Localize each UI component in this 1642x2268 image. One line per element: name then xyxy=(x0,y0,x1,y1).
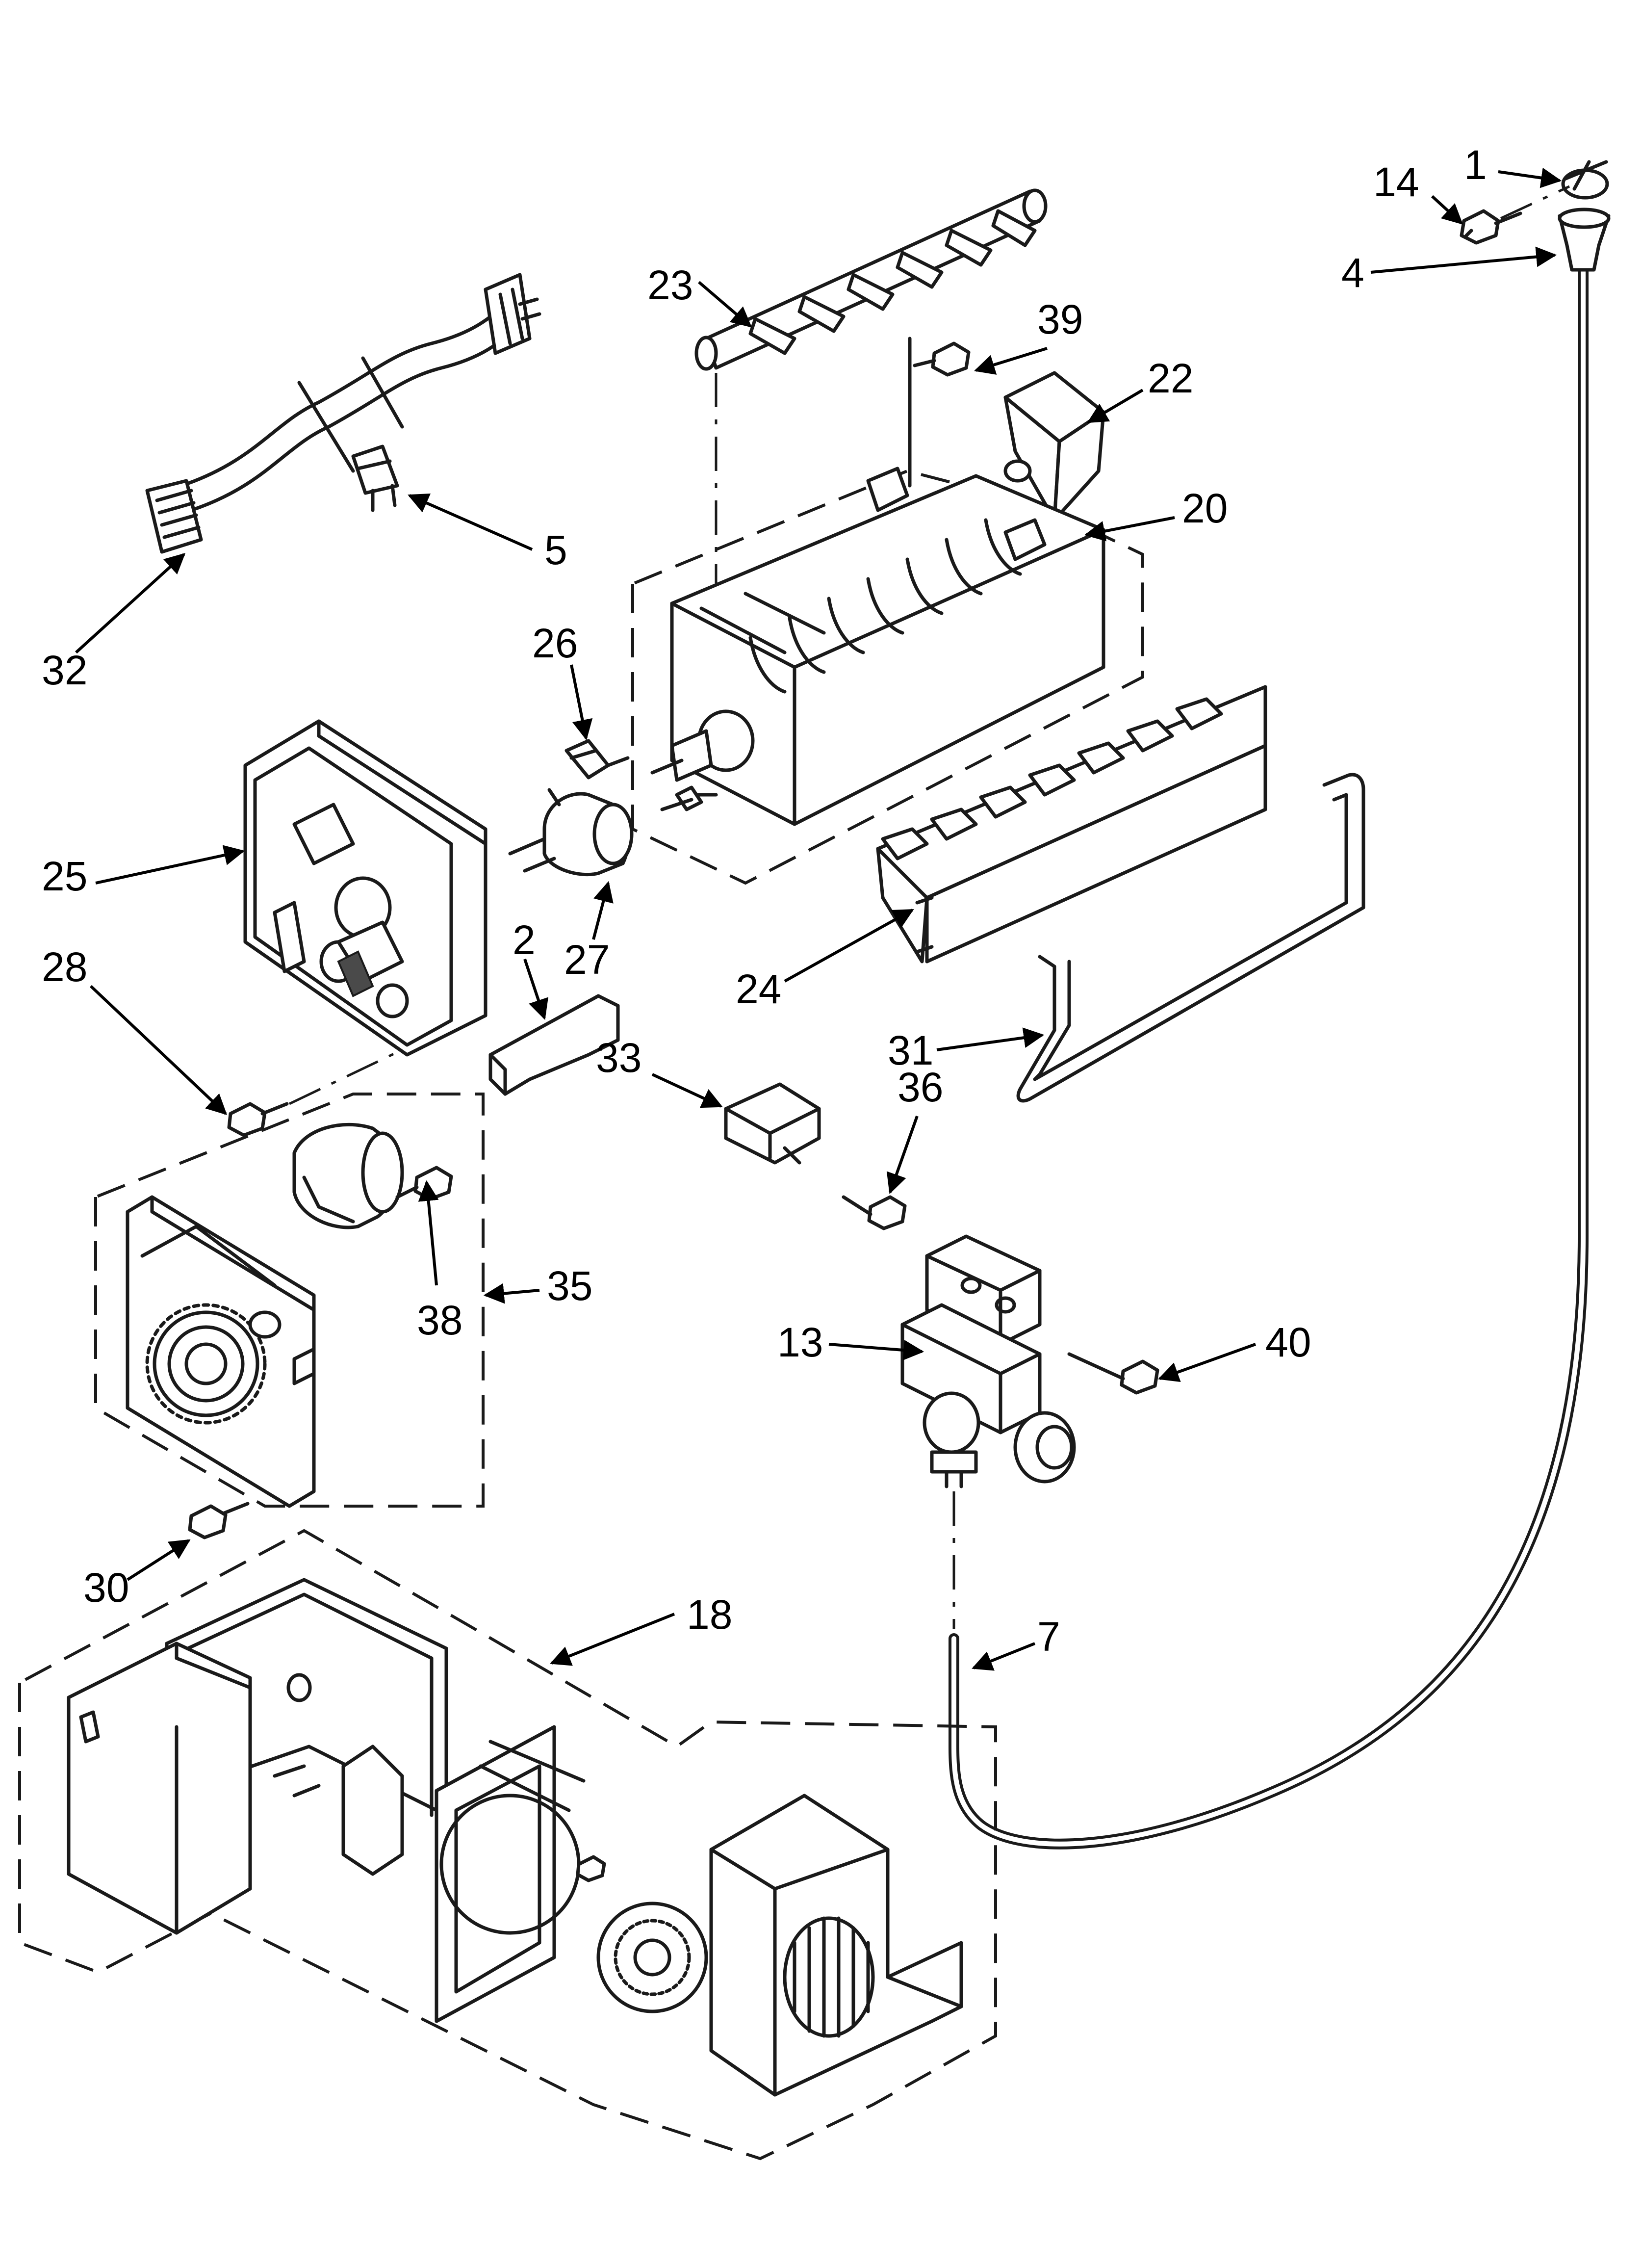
callout-30: 30 xyxy=(83,1564,129,1611)
callout-5: 5 xyxy=(544,527,567,573)
harness-clip-part-5 xyxy=(351,444,399,512)
callout-23: 23 xyxy=(647,262,693,308)
callout-4: 4 xyxy=(1341,250,1364,296)
callout-32: 32 xyxy=(42,647,87,693)
shutoff-arm-part-31 xyxy=(1016,773,1365,1103)
cover-part-33 xyxy=(724,1082,821,1165)
module-assembly-box xyxy=(94,1093,485,1508)
tube-clamp-part-1 xyxy=(1561,160,1609,200)
callout-24: 24 xyxy=(736,966,781,1012)
screw-part-38 xyxy=(395,1166,453,1201)
mold-assembly-box xyxy=(631,469,1144,885)
duct-part-18 xyxy=(709,1794,963,2097)
callout-14: 14 xyxy=(1373,159,1419,205)
fan-assembly-box xyxy=(18,1529,997,2161)
screw-part-36 xyxy=(842,1195,907,1230)
screw-part-28 xyxy=(227,1102,289,1137)
callout-1: 1 xyxy=(1464,142,1487,188)
callout-25: 25 xyxy=(42,853,87,899)
retainer-part-26 xyxy=(564,739,630,780)
clip-part-2 xyxy=(488,994,620,1096)
dash-line-screw-to-clamp xyxy=(1500,185,1570,220)
fan-housing-part-18 xyxy=(67,1578,448,1935)
callout-27: 27 xyxy=(564,937,610,983)
water-valve-part-13 xyxy=(900,1234,1076,1488)
leader-lines xyxy=(75,167,1562,1671)
callout-31: 31 xyxy=(888,1027,933,1073)
screw-part-39 xyxy=(913,341,971,377)
dash-line-screw28 xyxy=(288,1048,403,1105)
callout-26: 26 xyxy=(532,620,578,666)
callout-40: 40 xyxy=(1265,1319,1311,1365)
screw-part-14 xyxy=(1460,209,1522,245)
wire-harness-part-32 xyxy=(145,273,541,554)
callout-2: 2 xyxy=(513,917,536,963)
mold-part-20 xyxy=(650,467,1105,826)
callout-35: 35 xyxy=(547,1263,592,1309)
callout-18: 18 xyxy=(687,1591,732,1638)
screw-part-30 xyxy=(188,1502,250,1539)
ice-stripper-part-24 xyxy=(876,685,1267,964)
tube-insert-part-4 xyxy=(1558,208,1611,272)
small-screw-part-18 xyxy=(576,1855,606,1882)
callout-20: 20 xyxy=(1182,485,1228,531)
water-supply-tube xyxy=(949,260,1589,1850)
callout-labels: 1 2 4 5 7 13 14 18 20 22 23 24 25 26 27 … xyxy=(42,142,1487,1660)
control-housing-part-25 xyxy=(243,719,487,1057)
fan-blade-part-18 xyxy=(596,1902,708,2013)
fan-bracket-part-18 xyxy=(435,1725,586,2023)
ejector-part-23 xyxy=(694,188,1048,371)
motor-part-35 xyxy=(292,1122,404,1229)
callout-38: 38 xyxy=(417,1297,462,1343)
module-plate-part-35 xyxy=(126,1195,316,1508)
callout-22: 22 xyxy=(1148,355,1193,401)
callout-39: 39 xyxy=(1037,296,1083,342)
callout-36: 36 xyxy=(898,1064,943,1110)
thermostat-part-27 xyxy=(508,788,634,877)
callout-13: 13 xyxy=(777,1319,823,1365)
callout-33: 33 xyxy=(596,1035,641,1081)
callout-7: 7 xyxy=(1037,1614,1060,1660)
screw-part-40 xyxy=(1067,1352,1159,1395)
callout-28: 28 xyxy=(42,944,87,990)
